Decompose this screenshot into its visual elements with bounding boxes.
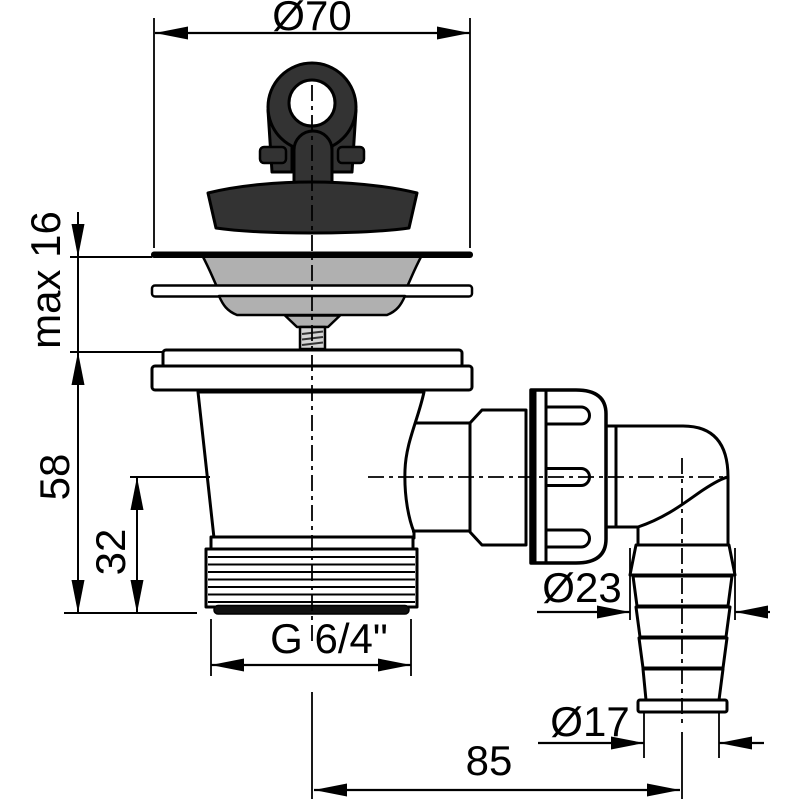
- dim-thread-size: [210, 619, 412, 676]
- label-max-panel-thickness: max 16: [22, 211, 69, 349]
- nut-rib-bottom: [546, 528, 591, 549]
- label-top-diameter: Ø70: [272, 0, 352, 39]
- barb-segment-5: [641, 667, 725, 702]
- label-thread-size: G 6/4": [270, 615, 388, 662]
- nut-rib-top: [546, 405, 591, 426]
- strainer-rim: [151, 251, 473, 258]
- dim-outlet-length-85: [311, 692, 683, 799]
- pin-left: [258, 145, 288, 165]
- nut-outline: [529, 388, 608, 565]
- dim-top-diameter: [153, 18, 471, 248]
- label-hose-end-diameter: Ø17: [550, 698, 630, 745]
- plug-dome: [292, 129, 334, 188]
- elbow-inner: [606, 475, 729, 546]
- dimension-graphics: [64, 18, 770, 799]
- elbow-outer: [606, 424, 730, 546]
- outlet-elbow: [606, 424, 730, 546]
- label-thread-length: 32: [87, 528, 134, 576]
- dim-max16-and-58: [64, 212, 197, 614]
- dim-elbow-diameter: [537, 548, 770, 620]
- pin-right: [336, 145, 366, 165]
- dim-hose-end-diameter: [538, 713, 764, 758]
- barb-segment-3: [634, 605, 732, 639]
- drain-body: [196, 390, 470, 615]
- dim-thread-length-32: [130, 476, 210, 613]
- label-elbow-diameter: Ø23: [542, 564, 622, 611]
- label-outlet-length: 85: [465, 737, 513, 784]
- barb-segment-4: [637, 636, 729, 670]
- strainer-funnel: [283, 314, 342, 329]
- body-cone: [196, 390, 426, 540]
- centerlines: [311, 85, 729, 728]
- label-body-height: 58: [31, 453, 78, 501]
